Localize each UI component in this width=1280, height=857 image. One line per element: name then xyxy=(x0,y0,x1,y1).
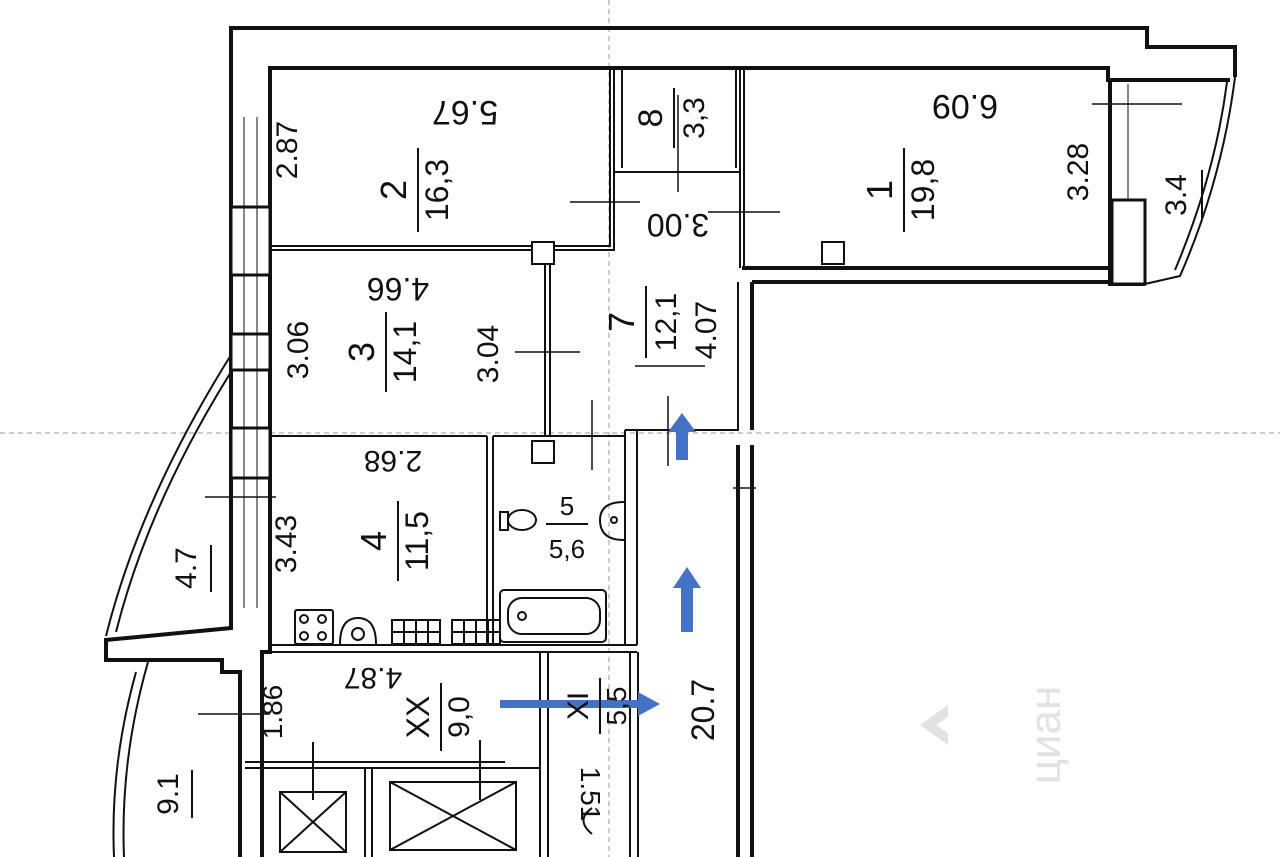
dim-text-room2-width: 5.67 xyxy=(432,93,498,131)
balcony-right-inner xyxy=(1174,81,1228,271)
dim-text-room1-depth: 3.28 xyxy=(1062,143,1095,201)
room-area: 9,0 xyxy=(443,696,476,738)
windows xyxy=(229,84,1147,608)
room-label-3: 3 14,1 xyxy=(341,312,423,392)
room-area: 16,3 xyxy=(419,159,455,221)
dim-text-roomxx-width: 4.87 xyxy=(344,661,402,694)
room-number: XI xyxy=(562,692,595,720)
column-3 xyxy=(821,241,845,265)
room-label-2: 2 16,3 xyxy=(373,148,455,232)
kitchen-cabinet-icon xyxy=(391,619,501,645)
dim-text-room4-width: 2.68 xyxy=(364,444,422,477)
room-number: 3 xyxy=(341,342,382,362)
columns xyxy=(531,241,845,464)
balcony-right-outline xyxy=(1144,76,1236,285)
kitchen-sink-icon xyxy=(339,616,377,645)
room-area: 19,8 xyxy=(905,159,941,221)
outer-wall-inner-top xyxy=(268,66,1230,117)
partition-bath-right xyxy=(625,429,638,645)
room-area: 11,5 xyxy=(399,511,435,571)
room-label-xi: XI 5,5 xyxy=(562,678,632,734)
window-right xyxy=(1110,198,1147,286)
washbasin-icon xyxy=(598,501,625,541)
room-number: 1 xyxy=(859,180,900,200)
dim-text-stair: 1.51 xyxy=(575,767,606,822)
dim-text-room2-depth: 2.87 xyxy=(271,121,304,179)
room-area: 5,5 xyxy=(601,687,632,726)
dim-text-room4-depth: 3.43 xyxy=(270,515,303,573)
cian-logo-icon xyxy=(920,705,948,745)
arrow-right-icon xyxy=(500,692,660,716)
room-label-5: 5 5,6 xyxy=(546,491,588,564)
stair-icon xyxy=(582,807,593,835)
left-step-wall xyxy=(104,608,242,857)
dim-text-room7-depth: 4.07 xyxy=(690,301,723,359)
dim-text-room1-width: 6.09 xyxy=(932,87,998,125)
column-1 xyxy=(531,241,555,265)
balcony-dim-underlines xyxy=(191,170,1203,818)
dim-text-balcony-bottom: 9.1 xyxy=(152,773,185,815)
arrow-up-icon xyxy=(668,413,696,460)
room-number: 2 xyxy=(373,180,414,200)
window-left-3 xyxy=(229,426,272,480)
balconies xyxy=(105,76,1236,857)
partition-hall-right xyxy=(700,282,739,431)
room-area: 3,3 xyxy=(678,97,711,139)
dim-text-corridor: 20.7 xyxy=(685,679,721,741)
column-2 xyxy=(531,440,555,464)
room-number: 8 xyxy=(632,109,670,128)
arrow-up-icon xyxy=(673,567,701,632)
room-number: 4 xyxy=(353,531,394,551)
balcony-bottom-inner xyxy=(112,671,137,857)
room-number: 5 xyxy=(560,491,574,521)
partition-room2-bottom xyxy=(270,68,611,247)
elevator-shaft-left xyxy=(279,742,347,853)
dim-text-balcony-left: 4.7 xyxy=(170,547,203,589)
room-label-8: 8 3,3 xyxy=(632,88,711,148)
room-area: 14,1 xyxy=(387,321,423,383)
room-area: 5,6 xyxy=(549,534,585,564)
direction-arrows xyxy=(500,413,701,716)
window-left-1 xyxy=(229,205,272,277)
room-label-7: 7 12,1 xyxy=(601,286,683,358)
room-label-4: 4 11,5 xyxy=(353,501,435,581)
watermark-text: циан xyxy=(1021,686,1070,785)
room-number: XX xyxy=(400,696,436,739)
balcony-left-outline xyxy=(105,354,232,637)
balcony-left-inner xyxy=(115,371,232,633)
dim-text-room7-width: 3.00 xyxy=(647,207,709,243)
balcony-bottom-outline xyxy=(122,661,149,857)
window-left-2 xyxy=(229,332,272,372)
dim-text-room3-depth: 3.06 xyxy=(282,321,315,379)
fixtures xyxy=(279,501,625,853)
dim-text-room3-partition: 3.04 xyxy=(472,325,505,383)
outer-wall-top xyxy=(229,26,1237,115)
bathtub-icon xyxy=(499,589,607,643)
lower-left-wall xyxy=(260,645,272,857)
stove-icon xyxy=(294,609,334,645)
elevator-right-cross-2 xyxy=(389,781,517,851)
elevator-right-box xyxy=(389,781,517,851)
dim-text-room3-width: 4.66 xyxy=(367,271,429,307)
toilet-icon xyxy=(499,509,537,531)
dim-text-balcony-right: 3.4 xyxy=(1160,174,1193,216)
dimension-lines xyxy=(198,95,1182,715)
room-area: 12,1 xyxy=(650,293,683,351)
room-number: 7 xyxy=(601,312,642,332)
room-label-xx: XX 9,0 xyxy=(400,683,476,751)
partitions xyxy=(245,67,745,857)
elevator-shaft-right xyxy=(389,740,517,851)
watermark xyxy=(920,705,948,745)
room-label-1: 1 19,8 xyxy=(859,148,941,232)
elevator-left-cross-2 xyxy=(279,791,347,853)
dim-text-roomxx-depth: 1.86 xyxy=(257,685,288,740)
